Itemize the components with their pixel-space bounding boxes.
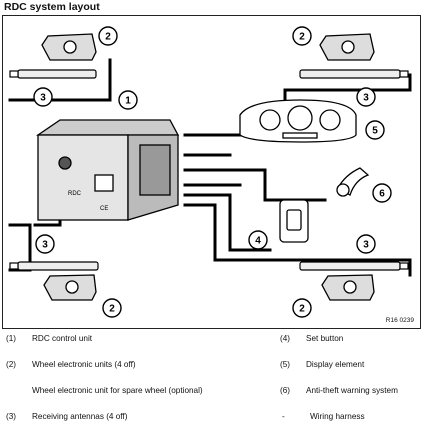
- callout-number-4: 4: [255, 236, 261, 247]
- callout-circle-2: [102, 298, 122, 318]
- legend-item-5: (5)Display element: [280, 360, 365, 369]
- callout-number-3: 3: [363, 240, 369, 251]
- display-element: [239, 99, 357, 143]
- callout-circle-1: [118, 90, 138, 110]
- callout-circle-6: [372, 183, 392, 203]
- set-button: [279, 199, 309, 243]
- callout-number-2: 2: [105, 32, 111, 43]
- receiving-antenna-top-right: [299, 69, 409, 79]
- callout-number-3: 3: [40, 93, 46, 104]
- callout-circle-3: [356, 87, 376, 107]
- receiving-antenna-top-left: [9, 69, 97, 79]
- callout-number-2: 2: [109, 304, 115, 315]
- legend-item-6: (6)Anti-theft warning system: [280, 386, 398, 395]
- callout-circle-2: [98, 26, 118, 46]
- legend-item-harness: -Wiring harness: [282, 412, 365, 421]
- callout-number-2: 2: [299, 304, 305, 315]
- legend-item-3: (3)Receiving antennas (4 off): [6, 412, 128, 421]
- legend-item-1: (1)RDC control unit: [6, 334, 93, 343]
- control-unit-label-ce: CE: [100, 206, 108, 212]
- callout-circle-4: [248, 230, 268, 250]
- rdc-control-unit: [35, 119, 180, 221]
- callout-circle-3: [35, 234, 55, 254]
- wheel-electronic-unit-top-left: [41, 33, 97, 61]
- callout-number-3: 3: [363, 93, 369, 104]
- system-layout-diagram: RDC CE 1 2 2 3 3 5 6 4 3 3 2 2: [8, 26, 412, 318]
- wheel-electronic-unit-bottom-left: [43, 274, 97, 301]
- callout-number-6: 6: [379, 189, 385, 200]
- receiving-antenna-bottom-left: [9, 261, 99, 271]
- figure-reference: R16 0239: [385, 317, 414, 324]
- wheel-electronic-unit-top-right: [319, 33, 375, 61]
- diagram-title: RDC system layout: [4, 1, 100, 13]
- callout-circle-3: [33, 87, 53, 107]
- callout-number-2: 2: [299, 32, 305, 43]
- diagram-frame: R16 0239: [2, 15, 421, 329]
- control-unit-label-rdc: RDC: [68, 191, 82, 197]
- legend-item-4: (4)Set button: [280, 334, 344, 343]
- receiving-antenna-bottom-right: [299, 261, 409, 271]
- callouts: 1 2 2 3 3 5 6 4 3 3 2 2: [33, 26, 392, 318]
- legend-item-spare: Wheel electronic unit for spare wheel (o…: [32, 386, 203, 395]
- legend-item-2: (2)Wheel electronic units (4 off): [6, 360, 136, 369]
- anti-theft-warning-horn: [336, 167, 370, 197]
- callout-circle-2: [292, 298, 312, 318]
- wheel-electronic-unit-bottom-right: [321, 274, 375, 301]
- callout-number-3: 3: [42, 240, 48, 251]
- callout-number-5: 5: [372, 126, 378, 137]
- callout-number-1: 1: [125, 96, 131, 107]
- callout-circle-3: [356, 234, 376, 254]
- callout-circle-5: [365, 120, 385, 140]
- callout-circle-2: [292, 26, 312, 46]
